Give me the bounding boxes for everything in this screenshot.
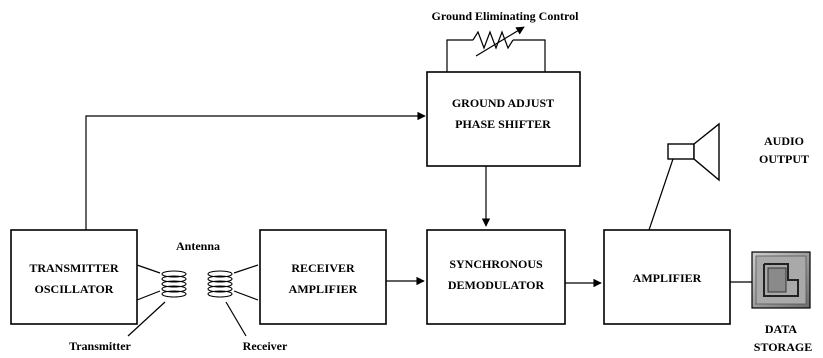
ground-eliminating-control-label: Ground Eliminating Control: [432, 9, 580, 23]
data-storage-icon: [751, 251, 811, 309]
transmitter-oscillator-line1: TRANSMITTER: [29, 261, 119, 275]
receiver-amplifier-block: [259, 229, 387, 325]
synchronous-demodulator-line1: SYNCHRONOUS: [449, 257, 543, 271]
antenna-label: Antenna: [176, 239, 220, 253]
receiver-amplifier-line1: RECEIVER: [291, 261, 355, 275]
potentiometer-icon: [446, 26, 546, 72]
transmitter-oscillator-line2: OSCILLATOR: [35, 282, 114, 296]
data-storage-line1: DATA: [765, 322, 798, 336]
speaker-icon: [667, 122, 720, 182]
receiver-amplifier-line2: AMPLIFIER: [289, 282, 358, 296]
synchronous-demodulator-block: [426, 229, 566, 325]
transmitter-oscillator-block: [10, 229, 138, 325]
ground-adjust-line2: PHASE SHIFTER: [455, 117, 551, 131]
amplifier-block: [603, 229, 731, 325]
receiver-leader-line: [225, 301, 247, 337]
receiver-coil-icon: [207, 264, 259, 301]
oscillator-to-phase-shifter-wire: [85, 111, 426, 230]
transmitter-leader-line: [127, 301, 166, 337]
amplifier-label: AMPLIFIER: [633, 271, 702, 285]
transmitter-coil-icon: [136, 264, 187, 301]
receiver-label: Receiver: [243, 339, 288, 353]
data-storage-line2: STORAGE: [754, 340, 812, 354]
amplifier-to-speaker-wire: [648, 155, 675, 231]
ground-adjust-line1: GROUND ADJUST: [452, 96, 554, 110]
transmitter-label: Transmitter: [69, 339, 131, 353]
audio-output-line1: AUDIO: [764, 134, 804, 148]
audio-output-line2: OUTPUT: [759, 152, 809, 166]
synchronous-demodulator-line2: DEMODULATOR: [448, 278, 545, 292]
ground-adjust-phase-shifter-block: [426, 71, 581, 167]
